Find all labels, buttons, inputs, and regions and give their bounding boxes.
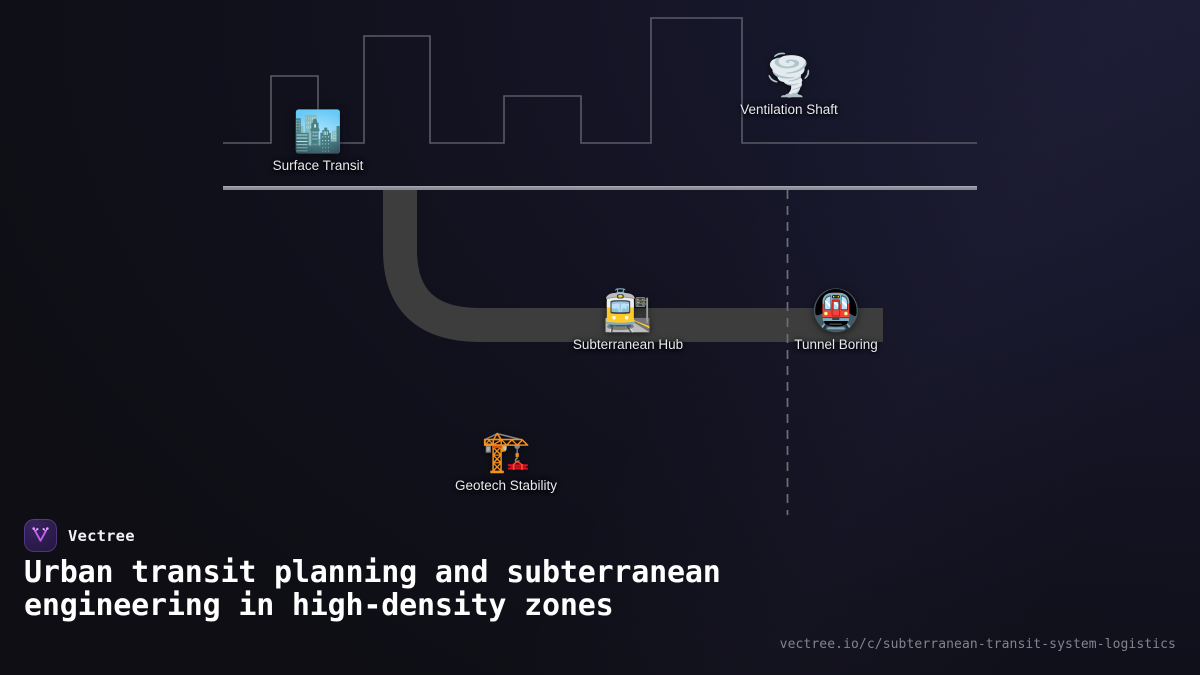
node-label: Tunnel Boring [794,337,878,352]
node-label: Geotech Stability [454,478,558,493]
page-title: Urban transit planning and subterranean … [24,555,721,623]
node-label: Subterranean Hub [572,337,684,352]
brand-name: Vectree [68,526,135,545]
source-url: vectree.io/c/subterranean-transit-system… [779,637,1176,652]
node-label: Surface Transit [272,158,364,173]
construction-crane-icon: 🏗️ [481,429,531,475]
node-geotech-stability[interactable]: 🏗️ Geotech Stability [416,432,596,493]
cityscape-icon: 🏙️ [293,109,343,155]
node-ventilation-shaft[interactable]: 🌪️ Ventilation Shaft [699,56,879,117]
station-train-icon: 🚉 [603,288,653,334]
tunnel-path [383,190,883,342]
brand-row[interactable]: Vectree [24,519,135,552]
vectree-v-tree-logo-icon [32,527,49,542]
node-subterranean-hub[interactable]: 🚉 Subterranean Hub [538,291,718,352]
node-label: Ventilation Shaft [740,102,838,117]
node-tunnel-boring[interactable]: 🚇 Tunnel Boring [746,291,926,352]
footer: Vectree Urban transit planning and subte… [0,510,1200,675]
node-surface-transit[interactable]: 🏙️ Surface Transit [228,112,408,173]
tornado-icon: 🌪️ [764,53,814,99]
skyline-outline [223,17,977,144]
metro-icon: 🚇 [811,288,861,334]
ground-surface-line [223,186,977,190]
vectree-logo-badge [24,519,57,552]
